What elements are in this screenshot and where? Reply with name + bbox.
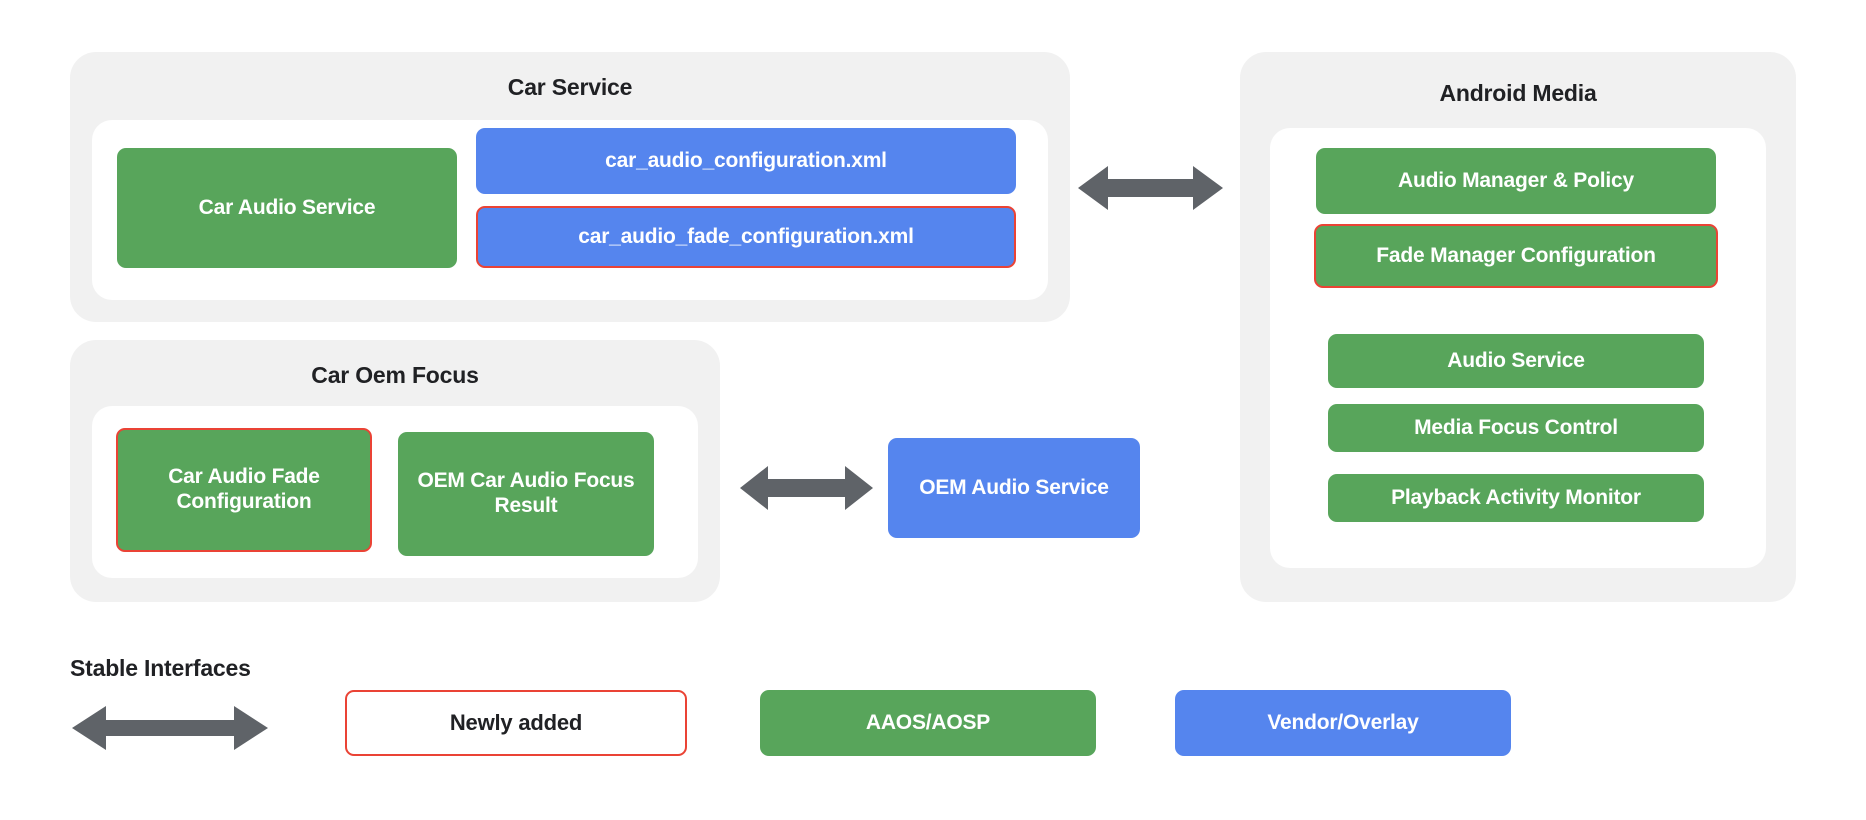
group-android-media: Android Media Audio Manager & Policy Fad… [1240, 52, 1796, 602]
car-oem-focus-inner-card: Car Audio Fade Configuration OEM Car Aud… [92, 406, 698, 578]
block-audio-manager-policy-label: Audio Manager & Policy [1398, 168, 1634, 192]
legend-stable-interfaces-arrow-icon [72, 704, 268, 752]
block-car-audio-fade-configuration-xml-label: car_audio_fade_configuration.xml [578, 224, 914, 248]
block-fade-manager-configuration[interactable]: Fade Manager Configuration [1314, 224, 1718, 288]
block-oem-car-audio-focus-result-label: OEM Car Audio Focus Result [417, 469, 635, 517]
group-car-oem-focus: Car Oem Focus Car Audio Fade Configurati… [70, 340, 720, 602]
legend-vendor-overlay-label: Vendor/Overlay [1267, 710, 1419, 734]
block-fade-manager-configuration-label: Fade Manager Configuration [1376, 243, 1656, 267]
block-audio-manager-policy[interactable]: Audio Manager & Policy [1316, 148, 1716, 214]
block-oem-audio-service[interactable]: OEM Audio Service [888, 438, 1140, 538]
block-playback-activity-monitor[interactable]: Playback Activity Monitor [1328, 474, 1704, 522]
block-media-focus-control-label: Media Focus Control [1414, 415, 1618, 439]
block-audio-service-label: Audio Service [1447, 348, 1585, 372]
legend-newly-added-chip[interactable]: Newly added [345, 690, 687, 756]
block-car-audio-fade-configuration-xml[interactable]: car_audio_fade_configuration.xml [476, 206, 1016, 268]
block-media-focus-control[interactable]: Media Focus Control [1328, 404, 1704, 452]
legend-aaos-aosp-chip[interactable]: AAOS/AOSP [760, 690, 1096, 756]
legend-newly-added-label: Newly added [449, 710, 583, 736]
block-oem-audio-service-label: OEM Audio Service [919, 475, 1109, 499]
block-audio-service[interactable]: Audio Service [1328, 334, 1704, 388]
group-car-oem-focus-title: Car Oem Focus [311, 362, 479, 388]
group-car-service: Car Service Car Audio Service car_audio_… [70, 52, 1070, 322]
block-playback-activity-monitor-label: Playback Activity Monitor [1391, 485, 1641, 509]
arrow-car-oem-focus-to-oem-audio-service [740, 462, 873, 514]
legend-aaos-aosp-label: AAOS/AOSP [865, 710, 991, 734]
android-media-inner-card: Audio Manager & Policy Fade Manager Conf… [1270, 128, 1766, 568]
block-car-audio-service[interactable]: Car Audio Service [117, 148, 457, 268]
block-car-audio-fade-configuration-label: Car Audio Fade Configuration [168, 465, 320, 513]
group-android-media-title: Android Media [1439, 80, 1597, 106]
car-service-inner-card: Car Audio Service car_audio_configuratio… [92, 120, 1048, 300]
block-car-audio-configuration-xml-label: car_audio_configuration.xml [605, 148, 887, 172]
arrow-car-service-to-android-media [1078, 162, 1223, 214]
block-car-audio-configuration-xml[interactable]: car_audio_configuration.xml [476, 128, 1016, 194]
block-car-audio-service-label: Car Audio Service [198, 195, 376, 219]
group-car-service-title: Car Service [507, 74, 633, 100]
block-oem-car-audio-focus-result[interactable]: OEM Car Audio Focus Result [398, 432, 654, 556]
legend-stable-interfaces-label: Stable Interfaces [70, 655, 251, 681]
block-car-audio-fade-configuration[interactable]: Car Audio Fade Configuration [116, 428, 372, 552]
legend-vendor-overlay-chip[interactable]: Vendor/Overlay [1175, 690, 1511, 756]
